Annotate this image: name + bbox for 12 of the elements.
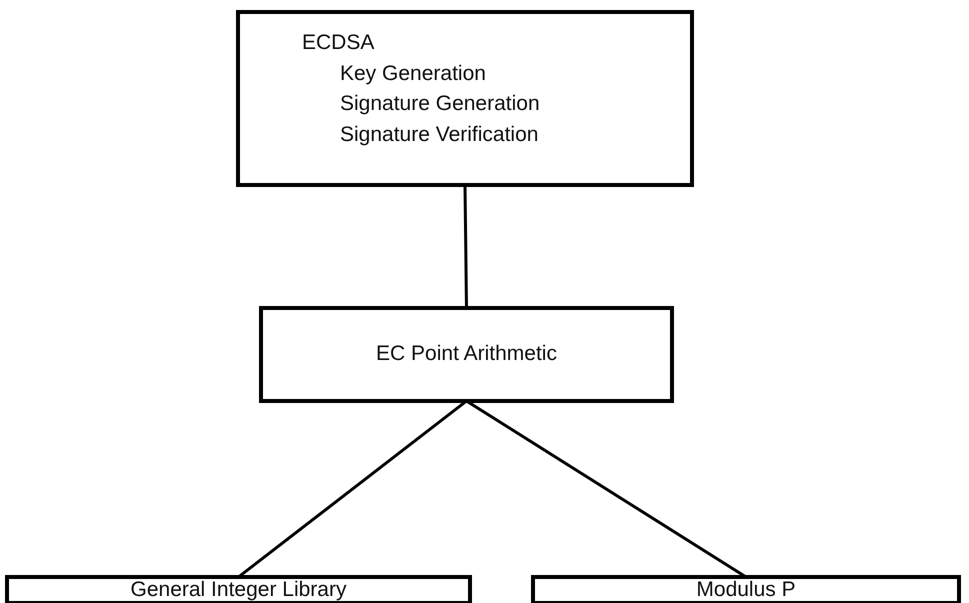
list-item: Signature Generation — [340, 91, 540, 117]
process-box — [259, 306, 674, 403]
box-label: EC Point Arithmetic — [376, 341, 557, 368]
process-box — [236, 10, 694, 187]
process-box — [531, 575, 961, 603]
process-box — [5, 575, 472, 603]
box-label: Modulus P — [696, 579, 796, 601]
box-label: General Integer Library — [130, 579, 346, 601]
list-item: Key Generation — [340, 60, 486, 86]
box-heading: ECDSA — [302, 30, 374, 56]
connector-line — [464, 184, 468, 308]
list-item: Signature Verification — [340, 122, 538, 148]
